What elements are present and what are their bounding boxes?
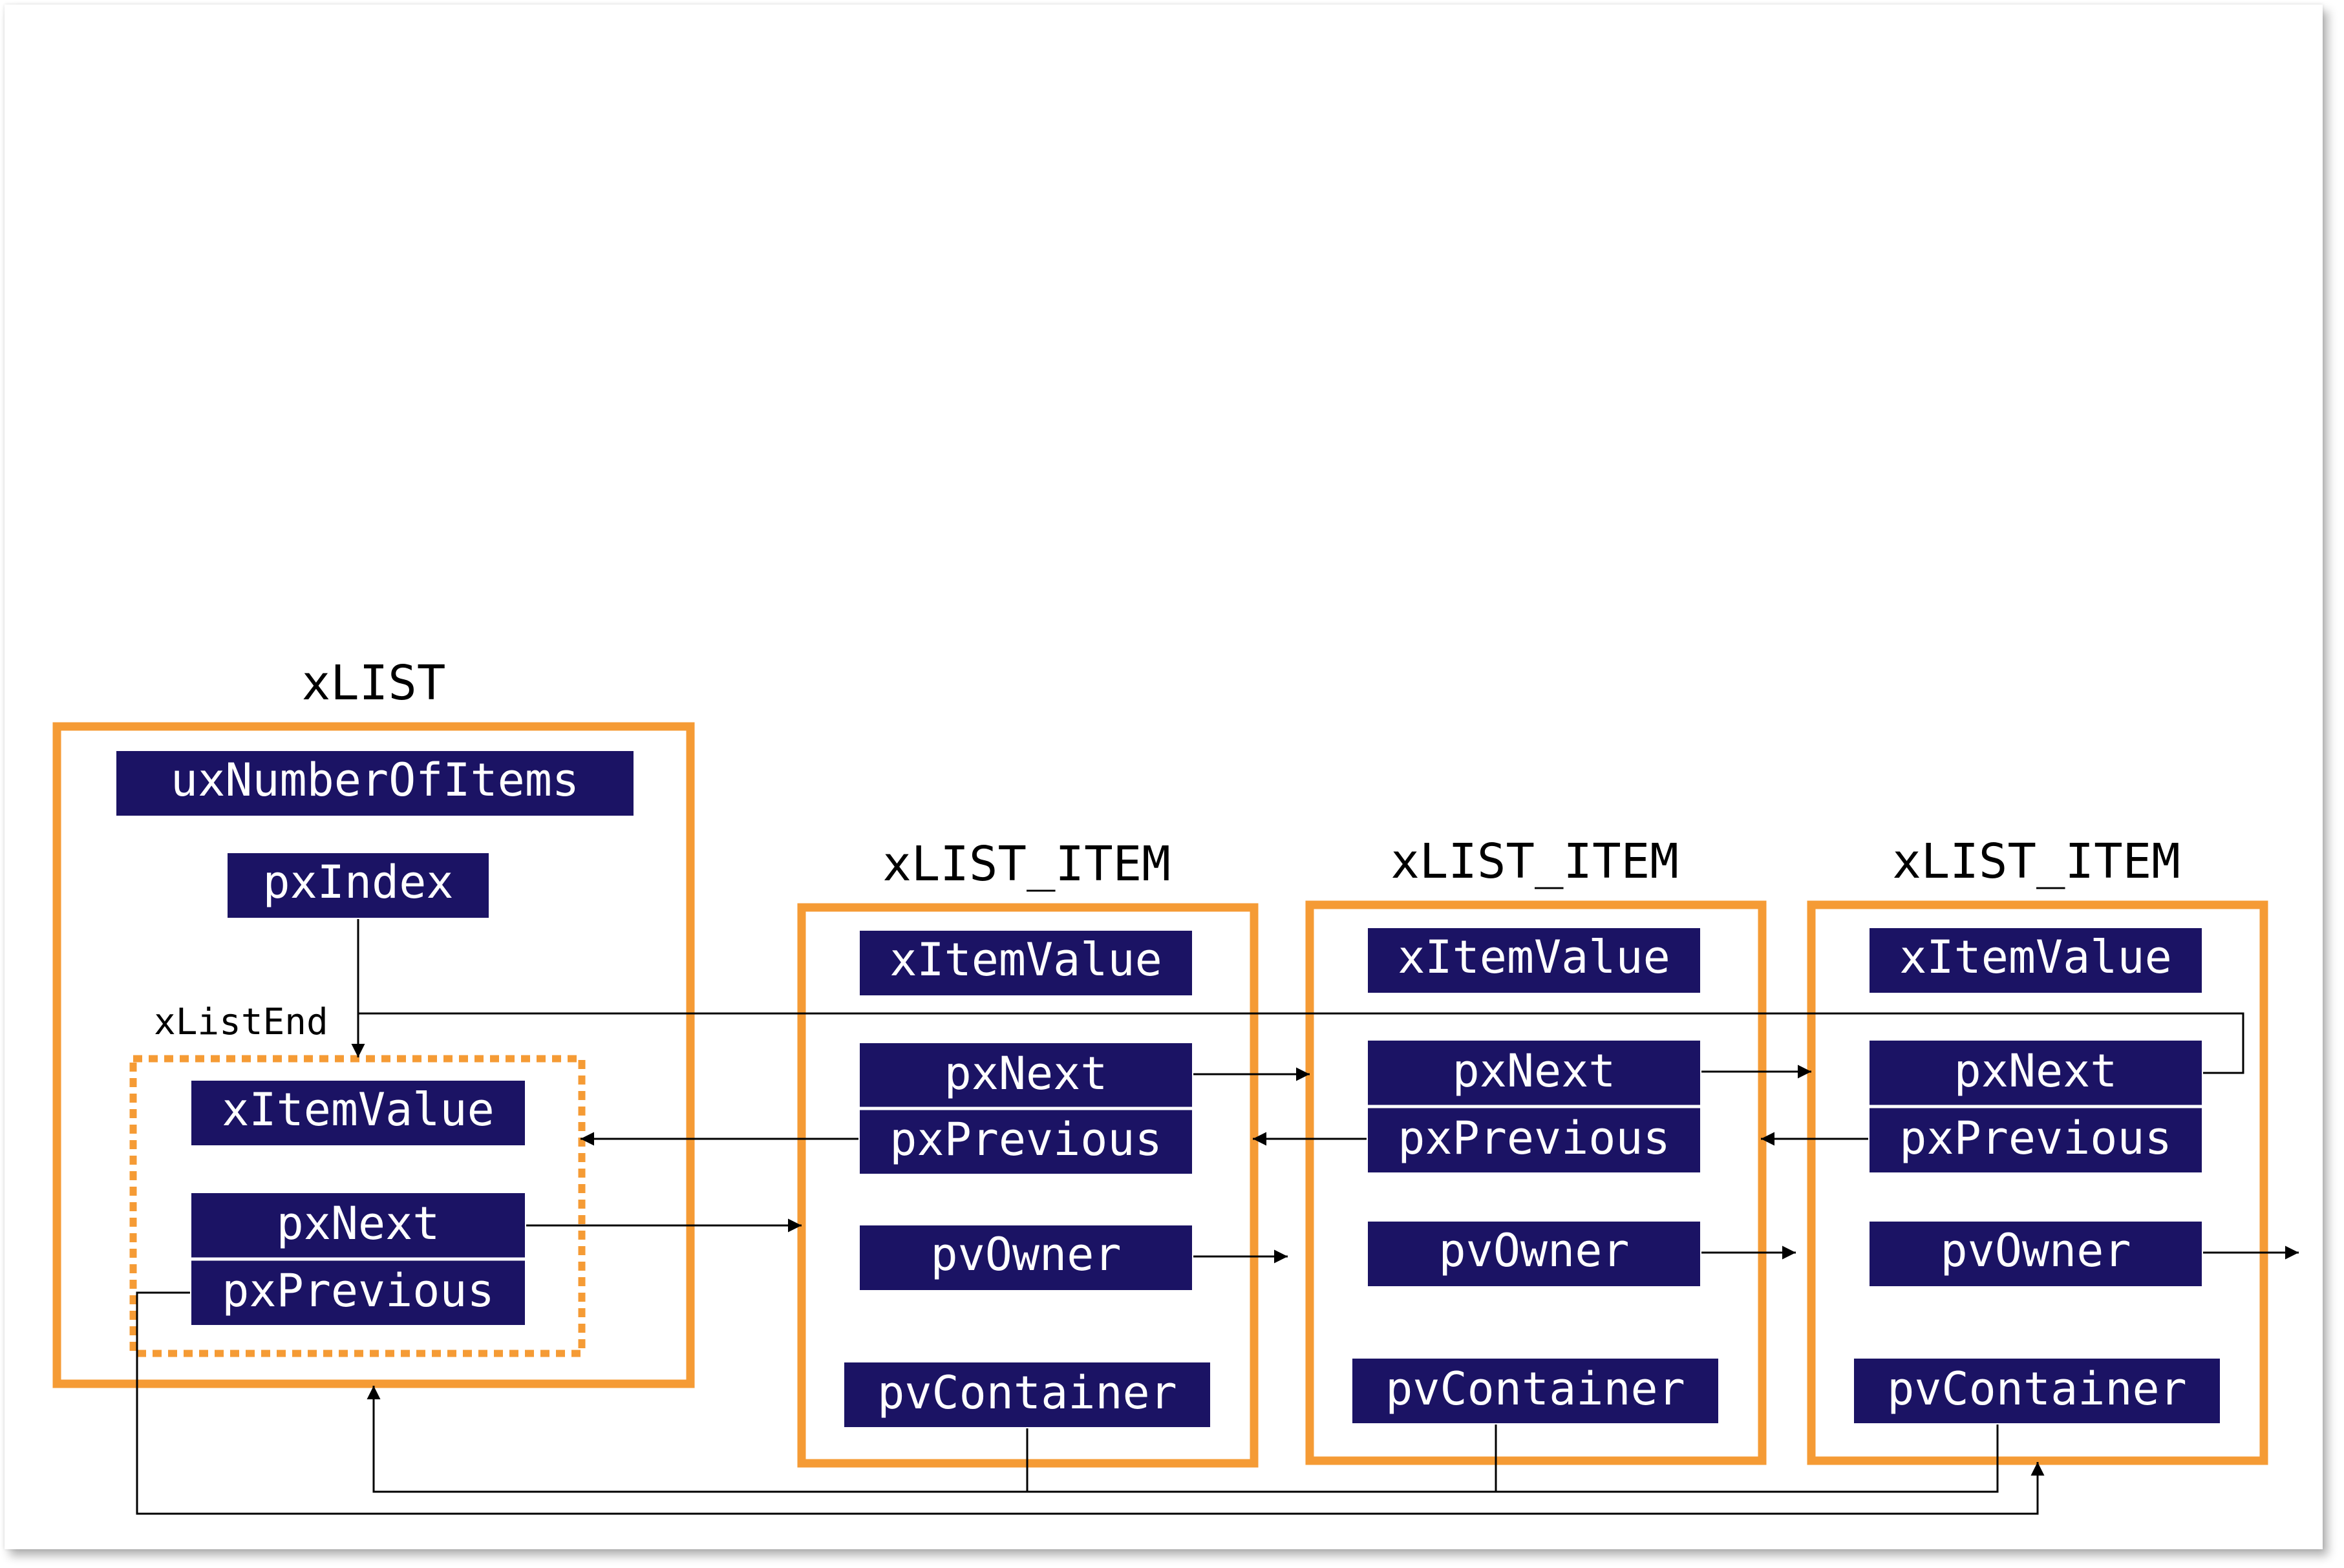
list-item-2-title: xLIST_ITEM [1390, 834, 1679, 889]
item-2-px-next-field: pxNext [1368, 1041, 1700, 1105]
item-1-px-previous-label: pxPrevious [890, 1113, 1162, 1166]
item-1-px-previous-field: pxPrevious [860, 1109, 1192, 1174]
item-2-px-next-label: pxNext [1453, 1044, 1616, 1097]
list-item-3-title: xLIST_ITEM [1892, 834, 2180, 889]
item-1-pv-container-label: pvContainer [877, 1366, 1177, 1419]
item-2-pv-container-label: pvContainer [1385, 1362, 1685, 1415]
item-2-px-previous-label: pxPrevious [1398, 1112, 1670, 1165]
px-index-field: pxIndex [228, 853, 489, 918]
end-px-next-label: pxNext [277, 1197, 440, 1250]
xlist-end-box [129, 1055, 586, 1357]
item-2-pv-owner-label: pvOwner [1438, 1224, 1629, 1277]
item-2-x-item-value-label: xItemValue [1398, 931, 1670, 984]
ux-number-of-items-field: uxNumberOfItems [116, 751, 634, 816]
end-px-previous-wrap-arrow [136, 1291, 2045, 1515]
item-1-px-next-field: pxNext [860, 1043, 1192, 1108]
item-2-x-item-value-field: xItemValue [1368, 928, 1700, 993]
item-3-px-previous-label: pxPrevious [1899, 1112, 2171, 1165]
list-item-3-box [1807, 900, 2268, 1465]
item-3-px-next-field: pxNext [1870, 1041, 2202, 1105]
item-1-x-item-value-label: xItemValue [890, 933, 1162, 986]
list-item-2-box [1305, 900, 1767, 1465]
end-px-next-field: pxNext [191, 1193, 525, 1258]
last-px-next-wrap-line [358, 1012, 2244, 1074]
list-item-1-title: xLIST_ITEM [882, 836, 1171, 892]
end-x-item-value-field: xItemValue [191, 1081, 525, 1145]
xlist-title: xLIST [302, 655, 446, 711]
item-1-pv-container-field: pvContainer [844, 1362, 1210, 1427]
end-x-item-value-label: xItemValue [222, 1083, 494, 1136]
item-3-px-next-label: pxNext [1954, 1044, 2118, 1097]
item-3-x-item-value-field: xItemValue [1870, 928, 2202, 993]
item-1-pv-owner-label: pvOwner [930, 1228, 1121, 1281]
item-3-x-item-value-label: xItemValue [1899, 931, 2171, 984]
xlist-box [52, 722, 695, 1388]
item-1-pv-owner-field: pvOwner [860, 1225, 1192, 1290]
item-3-pv-container-label: pvContainer [1887, 1362, 2187, 1415]
item-2-px-previous-field: pxPrevious [1368, 1108, 1700, 1172]
item-3-pv-owner-label: pvOwner [1940, 1224, 2131, 1277]
item-1-x-item-value-field: xItemValue [860, 931, 1192, 995]
item-2-pv-owner-field: pvOwner [1368, 1222, 1700, 1286]
end-px-previous-label: pxPrevious [222, 1264, 494, 1317]
xlist-end-label: xListEnd [154, 1001, 328, 1043]
item-3-px-previous-field: pxPrevious [1870, 1108, 2202, 1172]
px-index-label: pxIndex [262, 856, 453, 909]
item-3-pv-container-field: pvContainer [1854, 1359, 2220, 1423]
item-2-pv-container-field: pvContainer [1352, 1359, 1718, 1423]
end-px-previous-field: pxPrevious [191, 1260, 525, 1325]
pv-container-bus-line [367, 1386, 1999, 1493]
item-3-pv-owner-field: pvOwner [1870, 1222, 2202, 1286]
item-1-px-next-label: pxNext [944, 1047, 1108, 1100]
ux-number-of-items-label: uxNumberOfItems [171, 754, 579, 807]
